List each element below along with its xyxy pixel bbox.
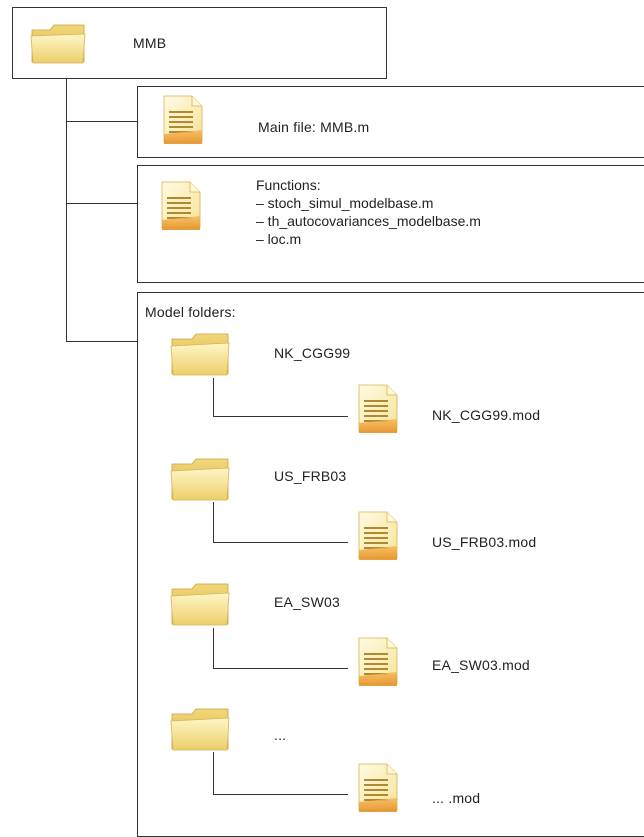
tree-trunk (66, 79, 67, 342)
tree-branch-main (66, 121, 138, 122)
model-folder-label: US_FRB03 (274, 468, 347, 484)
model-folder-label: ... (274, 727, 287, 743)
model-file-label: US_FRB03.mod (432, 534, 537, 550)
folder-icon (170, 705, 230, 751)
file-icon (355, 510, 401, 566)
file-icon (355, 762, 401, 818)
model-branch-vertical (213, 752, 214, 794)
model-branch-vertical (213, 628, 214, 668)
model-branch-horizontal (213, 416, 348, 417)
model-branch-horizontal (213, 668, 348, 669)
model-branch-vertical (213, 502, 214, 542)
main-file-node (137, 86, 644, 158)
folder-icon (170, 455, 230, 501)
function-item: – loc.m (256, 231, 302, 247)
functions-list: Functions: – stoch_simul_modelbase.m – t… (256, 176, 481, 248)
file-icon (355, 636, 401, 692)
model-file-label: ... .mod (432, 790, 481, 806)
model-folder-label: EA_SW03 (274, 594, 340, 610)
tree-branch-models (66, 341, 138, 342)
model-branch-horizontal (213, 794, 348, 795)
model-branch-horizontal (213, 542, 348, 543)
file-icon (355, 383, 401, 439)
model-folder-label: NK_CGG99 (274, 345, 351, 361)
functions-title: Functions: (256, 177, 321, 193)
model-branch-vertical (213, 378, 214, 416)
file-icon (160, 94, 206, 150)
function-item: – th_autocovariances_modelbase.m (256, 213, 481, 229)
model-folders-title: Model folders: (145, 304, 236, 320)
model-file-label: NK_CGG99.mod (432, 407, 541, 423)
folder-icon (30, 22, 86, 64)
main-file-label: Main file: MMB.m (258, 119, 370, 135)
folder-icon (170, 580, 230, 626)
file-icon (158, 180, 204, 236)
root-folder-label: MMB (133, 35, 167, 51)
folder-icon (170, 330, 230, 376)
model-file-label: EA_SW03.mod (432, 657, 530, 673)
functions-node (137, 165, 644, 283)
tree-branch-functions (66, 203, 138, 204)
function-item: – stoch_simul_modelbase.m (256, 195, 434, 211)
